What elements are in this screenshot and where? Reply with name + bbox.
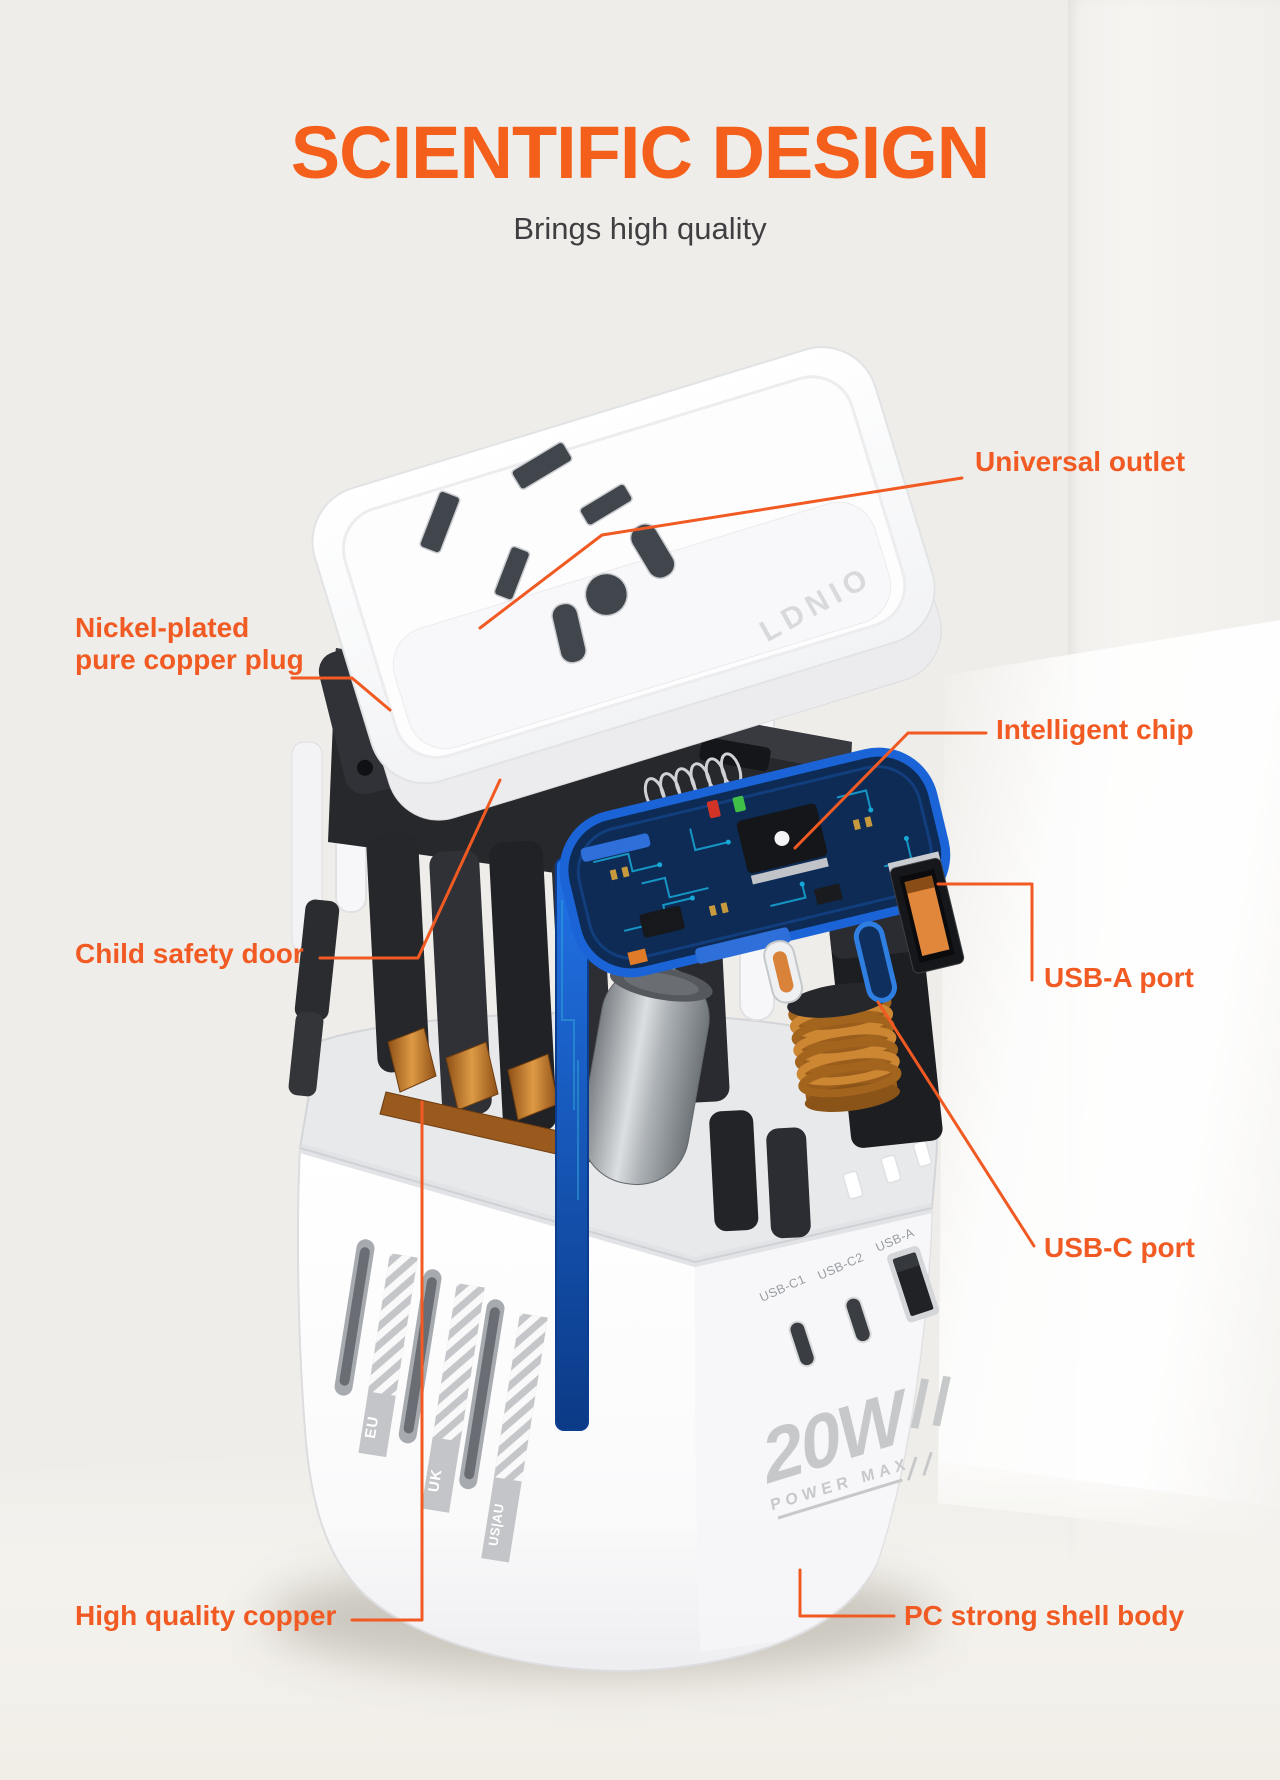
rim-clips: [842, 1140, 933, 1200]
callout-line-universal-outlet: [478, 476, 964, 630]
callout-label-usb-a-port: USB-A port: [1044, 962, 1194, 993]
callout-line-pc-shell: [798, 1568, 896, 1618]
top-plate: LDNIO: [311, 346, 942, 821]
background-bright-panel: [938, 620, 1280, 1540]
region-slider-eu: EU: [334, 1239, 418, 1458]
pcb-board: [559, 747, 965, 1004]
shell-usb-c1-port: [788, 1320, 816, 1368]
callout-label-universal-outlet: Universal outlet: [975, 446, 1186, 477]
callout-line-nickel-plug: [290, 676, 392, 712]
shell-usb-a-port: [887, 1246, 940, 1323]
callout-line-intelligent-chip: [793, 731, 988, 850]
callout-lines: [290, 476, 1036, 1622]
callout-line-high-quality-copper: [350, 1100, 424, 1622]
pcb-usb-c-port-white: [763, 940, 804, 1004]
outlet-holes: [419, 441, 676, 664]
page-subtitle: Brings high quality: [513, 211, 767, 246]
callout-label-intelligent-chip: Intelligent chip: [996, 714, 1194, 745]
green-led: [732, 795, 746, 813]
header: SCIENTIFIC DESIGN Brings high quality: [0, 0, 1280, 247]
pcb-usb-a-port: [887, 851, 965, 974]
region-label-uk: UK: [425, 1467, 445, 1493]
callout-line-child-safety-door: [318, 778, 502, 960]
pcb-usb-c-port: [853, 921, 897, 1003]
shell-usb-c2-port: [844, 1296, 872, 1344]
intelligent-chip-component: [736, 803, 829, 885]
pcb-pads: [609, 816, 873, 917]
callout-line-usb-a: [936, 882, 1034, 982]
callout-label-nickel-plug: Nickel-plated pure copper plug: [75, 612, 304, 676]
red-led: [706, 799, 721, 819]
callout-line-usb-c: [876, 1000, 1036, 1248]
region-label-eu: EU: [362, 1414, 382, 1439]
pcb-vias: [657, 807, 909, 901]
shell-front-face: [694, 1208, 932, 1652]
copper-coil: [787, 983, 902, 1112]
region-slider-usau: US|AU: [459, 1299, 548, 1563]
region-label-usau: US|AU: [485, 1502, 507, 1547]
callout-label-pc-shell-body: PC strong shell body: [904, 1600, 1185, 1631]
plate-lower-band: [392, 501, 892, 750]
region-slider-uk: UK: [398, 1269, 485, 1513]
callout-label-high-quality-copper: High quality copper: [75, 1600, 337, 1631]
callout-label-child-safety-door: Child safety door: [75, 938, 304, 969]
callout-label-usb-c-port: USB-C port: [1044, 1232, 1195, 1263]
page-title: SCIENTIFIC DESIGN: [290, 111, 990, 194]
